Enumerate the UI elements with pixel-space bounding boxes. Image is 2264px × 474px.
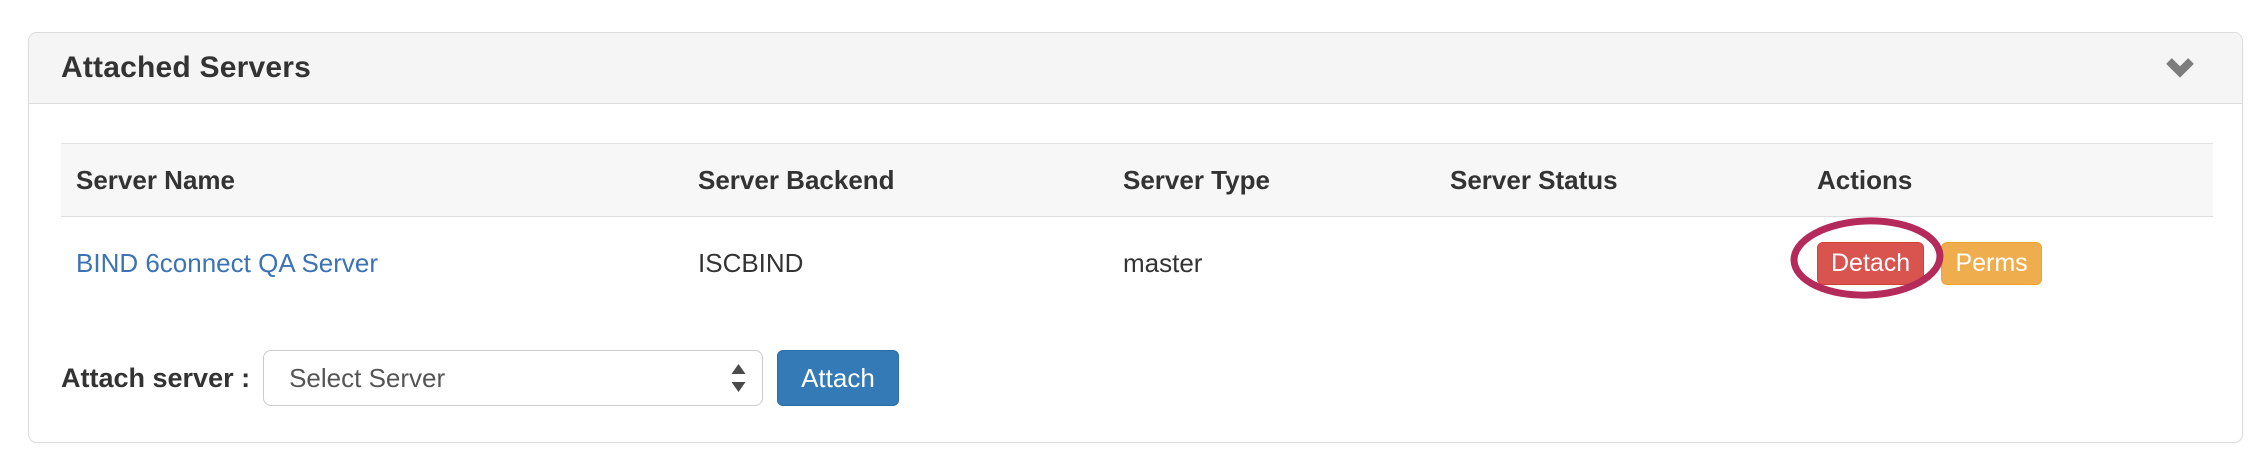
server-backend-cell: ISCBIND <box>698 247 804 278</box>
column-header-server-status: Server Status <box>1435 143 1802 217</box>
column-header-server-name: Server Name <box>61 143 683 217</box>
table-row: BIND 6connect QA Server ISCBIND master D… <box>61 217 2213 310</box>
column-header-actions: Actions <box>1802 143 2213 217</box>
attached-servers-panel: Attached Servers Server Name Server Back… <box>28 32 2243 443</box>
server-select[interactable]: Select Server <box>263 350 764 406</box>
actions-cell: Detach Perms <box>1802 217 2213 310</box>
server-name-link[interactable]: BIND 6connect QA Server <box>76 247 379 278</box>
panel-header: Attached Servers <box>29 33 2242 104</box>
chevron-down-icon[interactable] <box>2164 56 2196 80</box>
attach-server-label: Attach server : <box>61 362 251 393</box>
column-header-server-backend: Server Backend <box>683 143 1108 217</box>
servers-table: Server Name Server Backend Server Type S… <box>61 143 2213 309</box>
select-stepper-icon <box>730 363 747 393</box>
column-header-server-type: Server Type <box>1108 143 1435 217</box>
attach-button[interactable]: Attach <box>777 350 899 406</box>
detach-button[interactable]: Detach <box>1817 241 1925 285</box>
table-header-row: Server Name Server Backend Server Type S… <box>61 143 2213 217</box>
server-select-value: Select Server <box>289 362 446 393</box>
panel-body: Server Name Server Backend Server Type S… <box>29 104 2242 406</box>
perms-button[interactable]: Perms <box>1941 241 2042 285</box>
server-type-cell: master <box>1123 247 1203 278</box>
server-name-cell: BIND 6connect QA Server <box>61 217 683 310</box>
server-status-cell <box>1435 217 1802 310</box>
attach-server-form: Attach server : Select Server Attach <box>61 350 2211 406</box>
panel-title: Attached Servers <box>61 51 311 84</box>
